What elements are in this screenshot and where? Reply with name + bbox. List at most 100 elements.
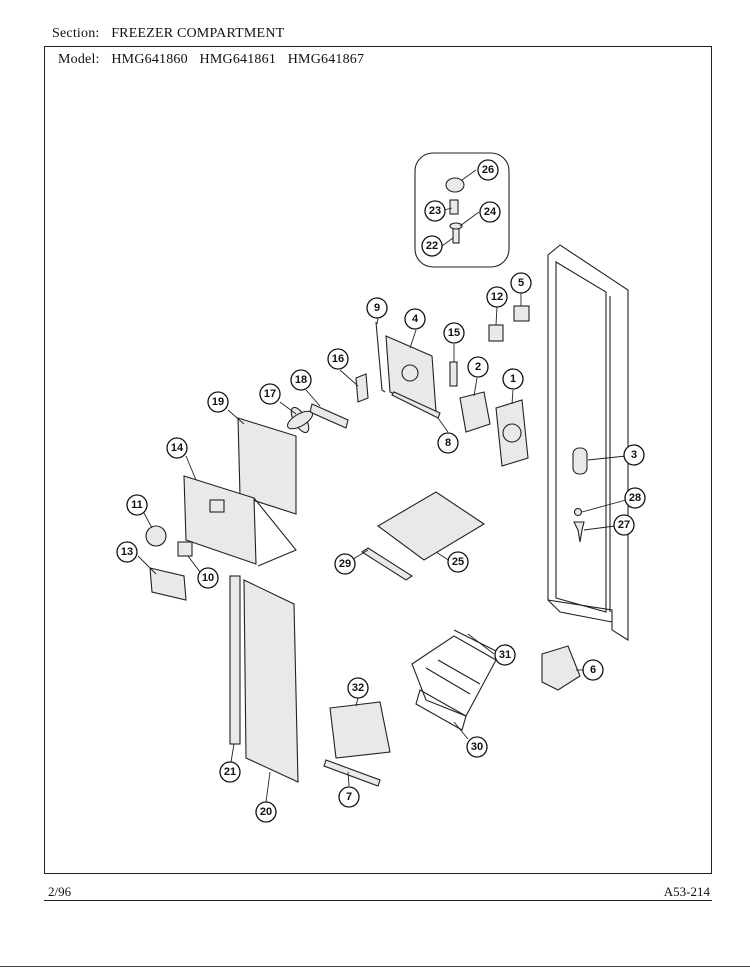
callout-16-label: 16: [332, 353, 344, 365]
callout-26: 26: [477, 159, 499, 181]
callout-7: 7: [338, 786, 360, 808]
callout-20-label: 20: [260, 806, 272, 818]
callout-14-label: 14: [171, 442, 184, 454]
callout-30: 30: [466, 736, 488, 758]
part-26-shape: [445, 177, 465, 193]
callout-3: 3: [623, 444, 645, 466]
part-10-shape: [177, 541, 193, 557]
callout-10: 10: [197, 567, 219, 589]
part-20-shape: [243, 579, 299, 783]
callout-16: 16: [327, 348, 349, 370]
callout-11: 11: [126, 494, 148, 516]
callout-29: 29: [334, 553, 356, 575]
section-header: Section: FREEZER COMPARTMENT: [52, 26, 284, 42]
callout-32-label: 32: [352, 682, 364, 694]
model-label: Model:: [58, 52, 100, 67]
callout-23-label: 23: [429, 205, 441, 217]
callout-24: 24: [479, 201, 501, 223]
part-28-shape: [573, 507, 583, 517]
callout-12-label: 12: [491, 291, 503, 303]
part-18-shape: [309, 403, 349, 429]
callout-19-label: 19: [212, 396, 224, 408]
part-6-shape: [541, 645, 581, 691]
callout-3-label: 3: [631, 449, 637, 461]
part-11-shape: [145, 525, 167, 547]
callout-28-label: 28: [629, 492, 641, 504]
callout-17: 17: [259, 383, 281, 405]
callout-24-label: 24: [484, 206, 497, 218]
model-number-2: HMG641861: [199, 52, 277, 67]
callout-31-label: 31: [499, 649, 511, 661]
callout-1-label: 1: [510, 373, 516, 385]
part-29-shape: [360, 547, 414, 581]
callout-8: 8: [437, 432, 459, 454]
callout-25: 25: [447, 551, 469, 573]
callout-6-label: 6: [590, 664, 596, 676]
callout-31: 31: [494, 644, 516, 666]
part-27-shape: [573, 521, 585, 543]
inset-border: [414, 152, 510, 268]
page-bottom-divider: [0, 966, 750, 967]
callout-19: 19: [207, 391, 229, 413]
callout-21: 21: [219, 761, 241, 783]
callout-4-label: 4: [412, 313, 419, 325]
part-2-shape: [459, 391, 491, 433]
callout-1: 1: [502, 368, 524, 390]
callout-27: 27: [613, 514, 635, 536]
callout-6: 6: [582, 659, 604, 681]
callout-23: 23: [424, 200, 446, 222]
part-3-shape: [572, 447, 588, 475]
part-16-shape: [355, 373, 369, 403]
cabinet-liner: [547, 244, 629, 641]
diagram-frame: [44, 46, 712, 874]
part-13-shape: [149, 567, 187, 601]
callout-13: 13: [116, 541, 138, 563]
part-25-shape: [377, 491, 486, 561]
callout-22: 22: [421, 235, 443, 257]
section-title: FREEZER COMPARTMENT: [111, 26, 285, 41]
callout-9-label: 9: [374, 302, 380, 314]
callout-18: 18: [290, 369, 312, 391]
callout-20: 20: [255, 801, 277, 823]
section-label: Section:: [52, 26, 100, 41]
part-5-shape: [513, 305, 530, 322]
callout-29-label: 29: [339, 558, 351, 570]
part-8-shape: [391, 391, 441, 419]
part-31-shape: [453, 629, 499, 653]
callout-26-label: 26: [482, 164, 494, 176]
part-21-shape: [229, 575, 241, 745]
part-30-shape: [411, 635, 497, 731]
part-7-shape: [323, 759, 381, 787]
callout-28: 28: [624, 487, 646, 509]
callout-27-label: 27: [618, 519, 630, 531]
callout-5: 5: [510, 272, 532, 294]
callout-10-label: 10: [202, 572, 214, 584]
part-14-shape: [183, 475, 257, 565]
callout-5-label: 5: [518, 277, 524, 289]
callout-14: 14: [166, 437, 188, 459]
callout-18-label: 18: [295, 374, 307, 386]
part-15-shape: [449, 361, 458, 387]
revision-date: 2/96: [48, 884, 72, 899]
callout-2-label: 2: [475, 361, 481, 373]
callout-17-label: 17: [264, 388, 276, 400]
callout-8-label: 8: [445, 437, 451, 449]
callout-15: 15: [443, 322, 465, 344]
model-header: Model: HMG641860 HMG641861 HMG641867: [58, 52, 364, 68]
leader-lines: [137, 169, 627, 803]
callout-2: 2: [467, 356, 489, 378]
callout-4: 4: [404, 308, 426, 330]
callout-30-label: 30: [471, 741, 483, 753]
part-32-shape: [329, 701, 391, 759]
page-code: A53-214: [663, 884, 710, 899]
part-19-shape: [237, 417, 297, 515]
callout-12: 12: [486, 286, 508, 308]
callout-32: 32: [347, 677, 369, 699]
callout-21-label: 21: [224, 766, 236, 778]
callout-25-label: 25: [452, 556, 464, 568]
callout-15-label: 15: [448, 327, 460, 339]
callout-11-label: 11: [131, 499, 143, 511]
part-23-shape: [449, 199, 459, 215]
callout-7-label: 7: [346, 791, 352, 803]
